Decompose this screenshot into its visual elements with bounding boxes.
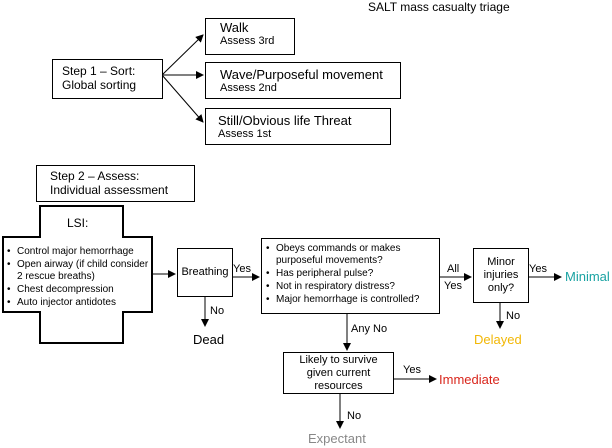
outcome-minimal: Minimal <box>565 269 610 284</box>
lsi-item: Open airway (if child consider 2 rescue … <box>7 259 149 283</box>
outcome-expectant: Expectant <box>308 431 366 446</box>
walk-box: Walk Assess 3rd <box>205 18 295 55</box>
step2-box: Step 2 – Assess: Individual assessment <box>36 165 195 202</box>
arrow-to-walk <box>161 34 204 76</box>
lsi-item: Chest decompression <box>7 284 149 296</box>
wave-box: Wave/Purposeful movement Assess 2nd <box>205 62 401 99</box>
step2-label-line2: Individual assessment <box>50 183 169 197</box>
breathing-label: Breathing <box>181 266 229 278</box>
lsi-list: Control major hemorrhage Open airway (if… <box>7 246 149 309</box>
survive-box: Likely to survive given current resource… <box>283 352 394 394</box>
lsi-item: Auto injector antidotes <box>7 297 149 309</box>
step2-label-line1: Step 2 – Assess: <box>50 169 140 183</box>
still-box: Still/Obvious life Threat Assess 1st <box>205 108 391 145</box>
checks-any-no-label: Any No <box>351 323 388 335</box>
diagram-title: SALT mass casualty triage <box>368 0 510 14</box>
check-item: Major hemorrhage is controlled? <box>266 294 437 306</box>
outcome-dead: Dead <box>193 332 225 347</box>
breathing-no-label: No <box>210 305 225 317</box>
assessment-checks-list: Obeys commands or makes purposeful movem… <box>266 243 437 306</box>
assessment-checks-box: Obeys commands or makes purposeful movem… <box>261 238 440 314</box>
wave-sub: Assess 2nd <box>220 82 277 94</box>
walk-title: Walk <box>220 20 249 35</box>
still-title: Still/Obvious life Threat <box>218 113 352 128</box>
breathing-yes-label: Yes <box>233 263 251 275</box>
lsi-title: LSI: <box>67 216 89 230</box>
breathing-box: Breathing <box>177 248 233 297</box>
checks-all-label: All <box>447 263 460 275</box>
step1-label-line1: Step 1 – Sort: <box>62 64 136 78</box>
minor-injuries-label: Minor injuries only? <box>483 256 519 294</box>
outcome-immediate: Immediate <box>439 372 500 387</box>
survive-yes-label: Yes <box>403 364 421 376</box>
arrow-to-still <box>161 74 204 123</box>
checks-yes-label: Yes <box>444 280 462 292</box>
check-item: Has peripheral pulse? <box>266 268 437 280</box>
survive-label: Likely to survive given current resource… <box>299 353 378 392</box>
check-item: Obeys commands or makes purposeful movem… <box>266 243 437 267</box>
lsi-item: Control major hemorrhage <box>7 246 149 258</box>
minor-yes-label: Yes <box>529 263 547 275</box>
outcome-delayed: Delayed <box>474 332 522 347</box>
step1-label-line2: Global sorting <box>62 78 137 92</box>
minor-no-label: No <box>506 310 521 322</box>
survive-no-label: No <box>347 410 362 422</box>
walk-sub: Assess 3rd <box>220 35 275 47</box>
step1-box: Step 1 – Sort: Global sorting <box>52 59 163 99</box>
minor-injuries-box: Minor injuries only? <box>473 248 529 303</box>
check-item: Not in respiratory distress? <box>266 281 437 293</box>
wave-title: Wave/Purposeful movement <box>220 67 383 82</box>
still-sub: Assess 1st <box>218 128 272 140</box>
